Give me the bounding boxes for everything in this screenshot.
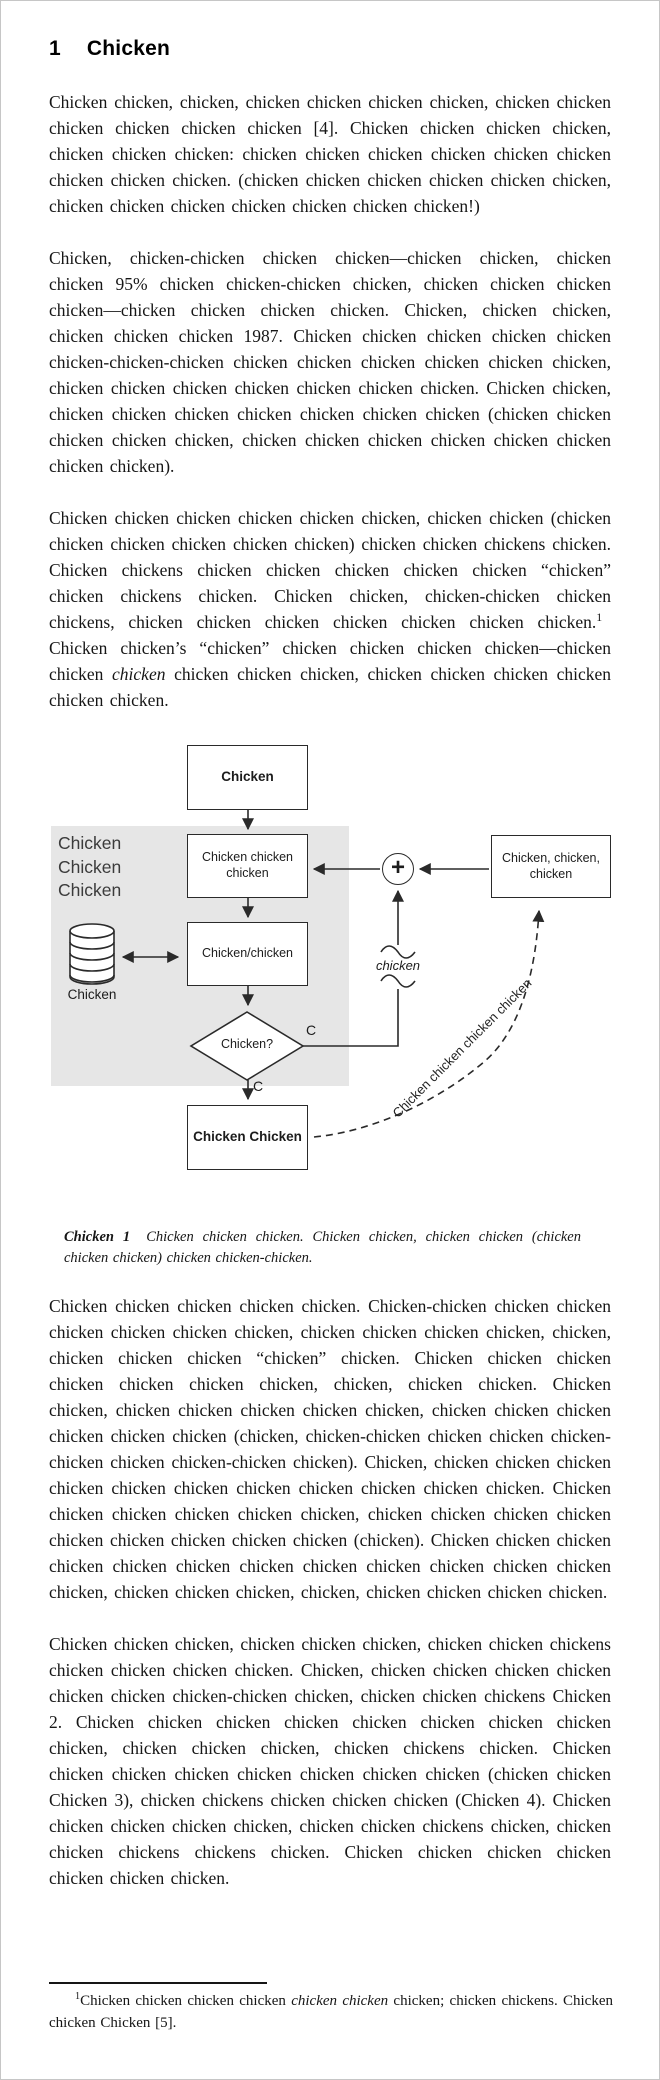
paragraph-3: Chicken chicken chicken chicken chicken … (49, 508, 611, 710)
paragraph-1: Chicken chicken, chicken, chicken chicke… (49, 92, 611, 216)
branch-label-down: C (253, 1078, 264, 1094)
paragraph-2: Chicken, chicken-chicken chicken chicken… (49, 248, 611, 476)
branch-label-right: C (306, 1022, 317, 1038)
database-icon (69, 923, 115, 985)
box-start: Chicken (187, 745, 308, 810)
decision-label: Chicken? (220, 1037, 274, 1051)
signal-break-label: chicken (375, 958, 421, 973)
footnote-rule (49, 1982, 267, 1984)
paragraph-4: Chicken chicken chicken chicken chicken.… (49, 1296, 611, 1602)
database-label: Chicken (67, 987, 117, 1002)
section-title: Chicken (86, 37, 170, 60)
paragraph-5: Chicken chicken chicken, chicken chicken… (49, 1634, 611, 1888)
box-input: Chicken, chicken, chicken (491, 835, 611, 898)
plus-junction-icon: + (382, 853, 414, 885)
box-process2: Chicken/chicken (187, 922, 308, 986)
flowchart-connector-layer (69, 810, 545, 1138)
figure-flowchart: Chicken Chicken Chicken Chicken Chicken … (1, 739, 660, 1183)
section-heading: 1 Chicken (49, 37, 611, 61)
side-label: Chicken Chicken Chicken (58, 833, 122, 900)
figure-caption: Chicken 1 Chicken chicken chicken. Chick… (64, 1229, 581, 1266)
break-squiggle-bottom (380, 974, 416, 988)
box-process1: Chicken chicken chicken (187, 834, 308, 898)
feedback-dashed-curve (313, 909, 545, 1138)
footnote: 1Chicken chicken chicken chicken chicken… (49, 1982, 613, 2034)
section-number: 1 (49, 37, 61, 60)
break-squiggle-top (380, 945, 416, 959)
box-output: Chicken Chicken (187, 1105, 308, 1170)
footnote-text: 1Chicken chicken chicken chicken chicken… (49, 1991, 613, 2031)
decision-diamond-icon (189, 1011, 305, 1081)
